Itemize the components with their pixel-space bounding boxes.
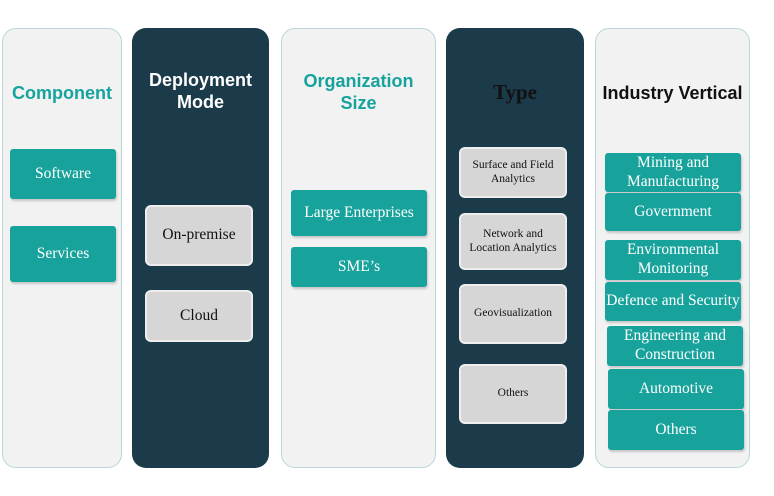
- industry-others-box: Others: [608, 410, 744, 450]
- industry-defence-security-box: Defence and Security: [605, 282, 741, 321]
- type-others-box: Others: [459, 364, 567, 424]
- component-column: Component Software Services: [2, 28, 122, 468]
- deployment-on-premise-box: On-premise: [145, 205, 253, 266]
- organization-size-column: Organization Size Large Enterprises SME’…: [281, 28, 436, 468]
- industry-vertical-column: Industry Vertical Mining and Manufacturi…: [595, 28, 750, 468]
- organization-large-enterprises-box: Large Enterprises: [291, 190, 427, 236]
- industry-vertical-title: Industry Vertical: [602, 83, 743, 104]
- type-geovisualization-box: Geovisualization: [459, 284, 567, 344]
- industry-government-box: Government: [605, 193, 741, 231]
- component-services-box: Services: [10, 226, 116, 282]
- deployment-mode-title: Deployment Mode: [148, 70, 253, 112]
- component-software-box: Software: [10, 149, 116, 199]
- type-column: Type Surface and Field Analytics Network…: [446, 28, 584, 468]
- deployment-cloud-box: Cloud: [145, 290, 253, 342]
- organization-size-title: Organization Size: [303, 71, 414, 113]
- component-title: Component: [12, 83, 112, 104]
- industry-engineering-construction-box: Engineering and Construction: [607, 326, 743, 366]
- deployment-mode-column: Deployment Mode On-premise Cloud: [132, 28, 269, 468]
- industry-automotive-box: Automotive: [608, 369, 744, 409]
- type-network-location-analytics-box: Network and Location Analytics: [459, 213, 567, 270]
- type-title: Type: [493, 80, 537, 105]
- organization-smes-box: SME’s: [291, 247, 427, 287]
- type-surface-field-analytics-box: Surface and Field Analytics: [459, 147, 567, 198]
- industry-environmental-monitoring-box: Environmental Monitoring: [605, 240, 741, 280]
- industry-mining-manufacturing-box: Mining and Manufacturing: [605, 153, 741, 192]
